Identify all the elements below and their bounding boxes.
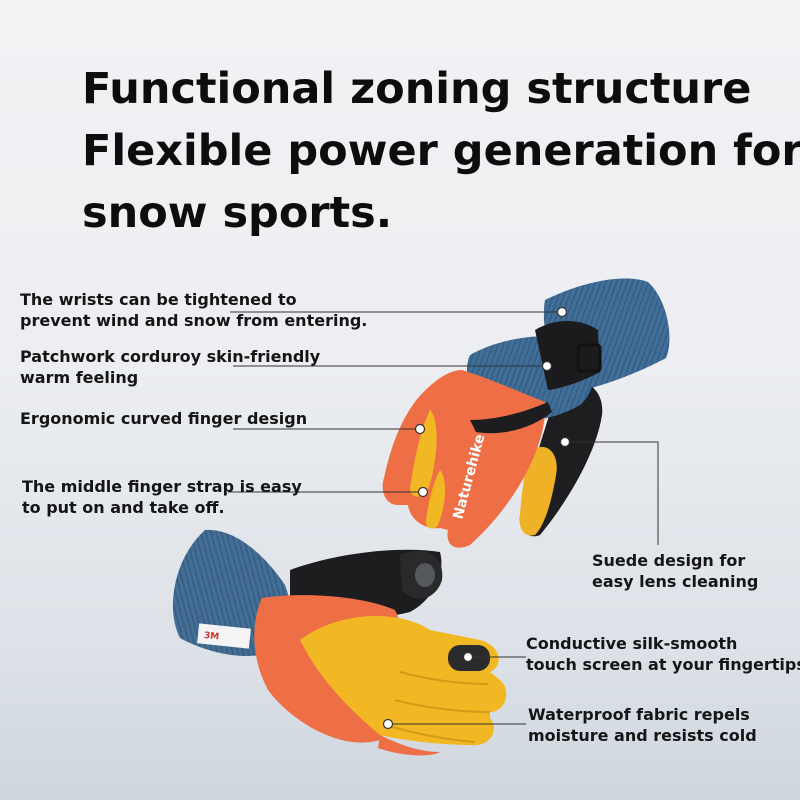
callout-dots [382, 306, 571, 730]
headline: Functional zoning structure Flexible pow… [82, 58, 800, 244]
callout-touch: Conductive silk-smooth touch screen at y… [526, 633, 800, 675]
upper-glove: Naturehike [382, 278, 670, 548]
callout-corduroy-line-1: Patchwork corduroy skin-friendly [20, 347, 321, 366]
callout-wrist-line-1: The wrists can be tightened to [20, 290, 297, 309]
callout-curved: Ergonomic curved finger design [20, 408, 307, 429]
upper-buckle-icon [576, 343, 602, 373]
callout-wrist: The wrists can be tightened to prevent w… [20, 289, 367, 331]
tag-3m-logo: 3M [203, 631, 219, 643]
headline-line-1: Functional zoning structure [82, 64, 752, 114]
callout-suede-line-2: easy lens cleaning [592, 572, 759, 591]
upper-glove-thumb-suede [519, 446, 557, 536]
callout-curved-line-1: Ergonomic curved finger design [20, 409, 308, 428]
callout-suede: Suede design for easy lens cleaning [592, 550, 758, 592]
dot-corduroy [541, 360, 553, 372]
upper-glove-wrist-strap [535, 321, 600, 390]
headline-line-2: Flexible power generation for [82, 126, 800, 176]
callout-waterproof-line-1: Waterproof fabric repels [528, 705, 750, 724]
dot-wrist [556, 306, 568, 318]
dot-strap [417, 486, 429, 498]
dot-curved [414, 423, 426, 435]
callout-strap: The middle finger strap is easy to put o… [22, 476, 302, 518]
dot-touch [462, 651, 474, 663]
dot-suede [559, 436, 571, 448]
dot-waterproof [382, 718, 394, 730]
callout-corduroy: Patchwork corduroy skin-friendly warm fe… [20, 346, 320, 388]
callout-touch-line-2: touch screen at your fingertips [526, 655, 800, 674]
upper-glove-fingers [382, 370, 546, 548]
callout-leaders [228, 311, 659, 725]
callout-suede-line-1: Suede design for [592, 551, 746, 570]
size-tag [197, 623, 251, 649]
callout-wrist-line-2: prevent wind and snow from entering. [20, 311, 368, 330]
lower-glove: 3M [172, 529, 507, 756]
callout-touch-line-1: Conductive silk-smooth [526, 634, 738, 653]
callout-strap-line-1: The middle finger strap is easy [22, 477, 302, 496]
callout-waterproof: Waterproof fabric repels moisture and re… [528, 704, 757, 746]
callout-strap-line-2: to put on and take off. [22, 498, 225, 517]
callout-corduroy-line-2: warm feeling [20, 368, 139, 387]
callout-waterproof-line-2: moisture and resists cold [528, 726, 757, 745]
headline-line-3: snow sports. [82, 188, 393, 238]
